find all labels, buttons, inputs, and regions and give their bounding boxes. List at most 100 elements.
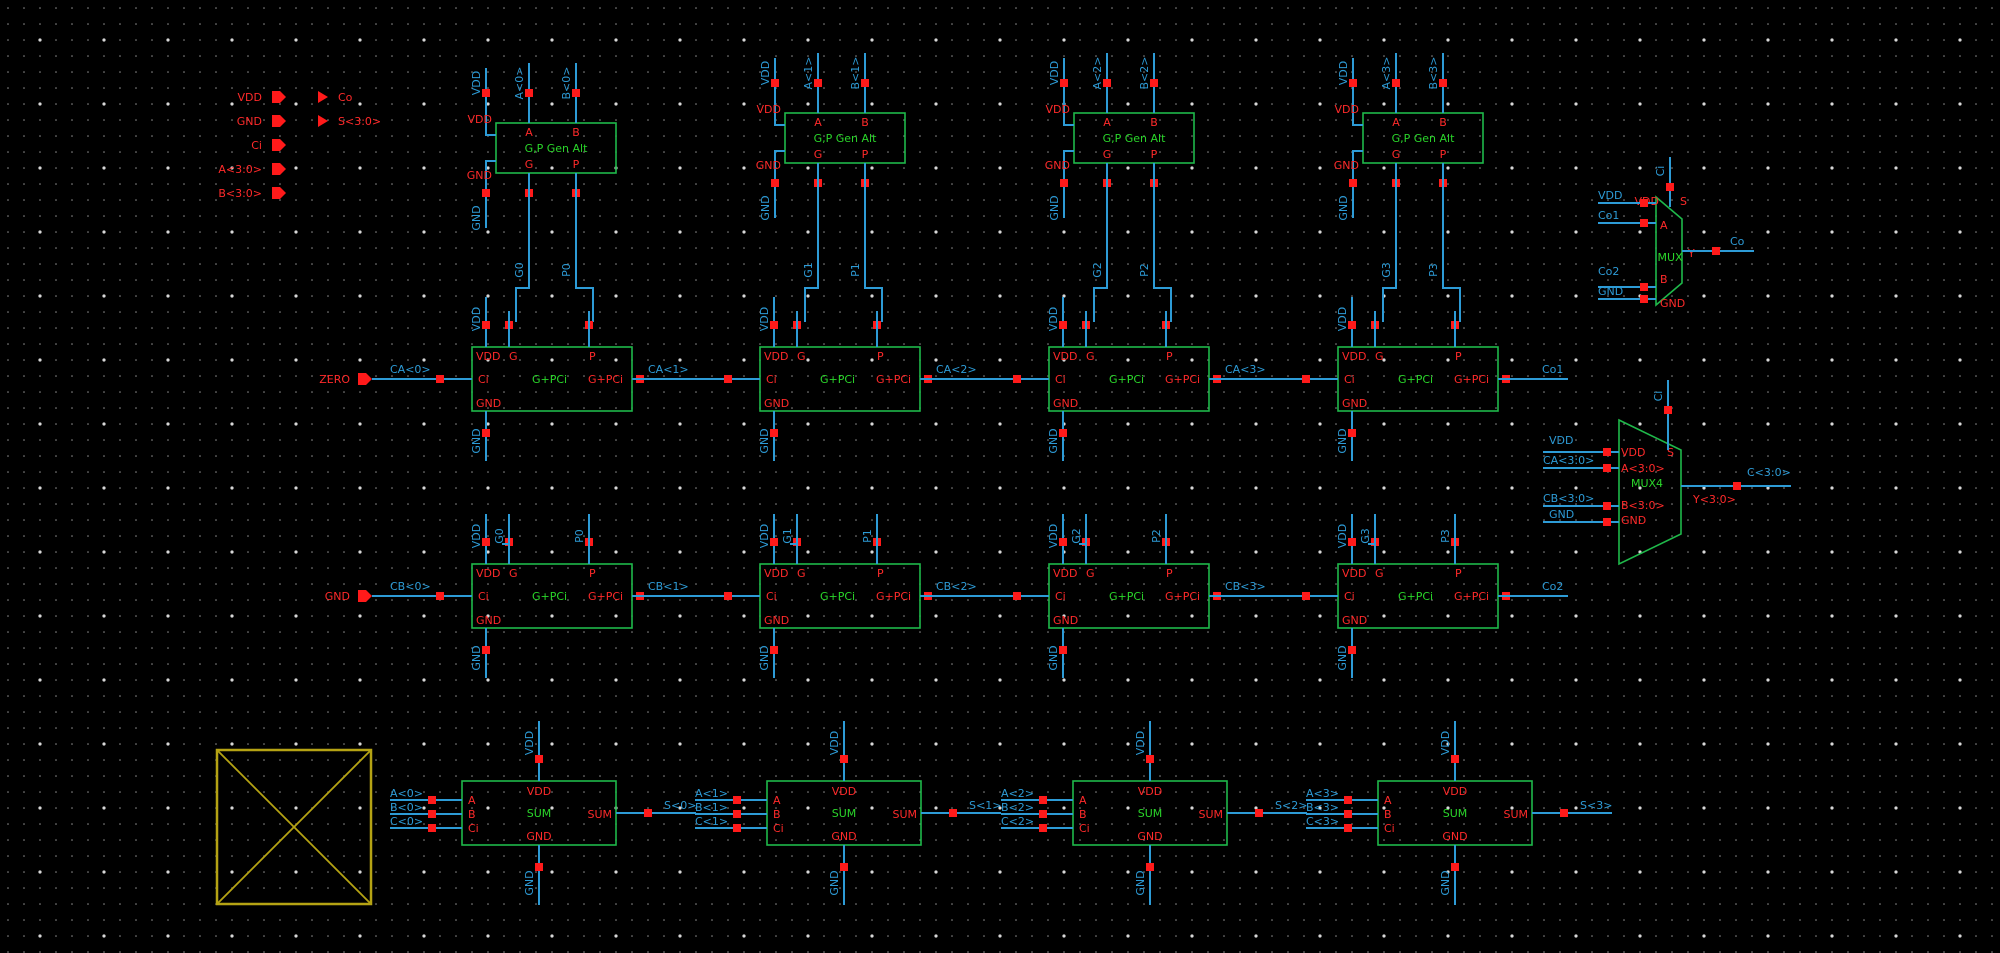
- gnd-pin[interactable]: [1451, 863, 1459, 871]
- vdd-pin[interactable]: [1348, 538, 1356, 546]
- gnd-pin[interactable]: [1349, 179, 1357, 187]
- sum-out-pin[interactable]: [1255, 809, 1263, 817]
- gnd-pin[interactable]: [1059, 646, 1067, 654]
- output-port-co[interactable]: Co: [318, 91, 353, 104]
- vdd-pin[interactable]: [1059, 538, 1067, 546]
- gnd-pin[interactable]: [770, 646, 778, 654]
- gnd-pin[interactable]: [482, 429, 490, 437]
- input-port-gnd[interactable]: GND: [237, 115, 286, 128]
- a-pin[interactable]: [525, 89, 533, 97]
- y-pin[interactable]: [1712, 247, 1720, 255]
- vdd-pin[interactable]: [482, 321, 490, 329]
- gnd-pin[interactable]: [482, 189, 490, 197]
- vdd-pin[interactable]: [1348, 321, 1356, 329]
- vdd-pin[interactable]: [1059, 321, 1067, 329]
- input-port-a[interactable]: A<3:0>: [218, 163, 286, 176]
- output-port-s[interactable]: S<3:0>: [318, 115, 381, 128]
- vdd-pin[interactable]: [1349, 79, 1357, 87]
- vdd-pin[interactable]: [1451, 755, 1459, 763]
- b-pin[interactable]: [572, 89, 580, 97]
- gnd-pin[interactable]: [770, 429, 778, 437]
- input-pin[interactable]: [1344, 796, 1352, 804]
- vdd-pin[interactable]: [482, 89, 490, 97]
- input-pin[interactable]: [1039, 824, 1047, 832]
- gnd-pin[interactable]: [482, 646, 490, 654]
- b-pin[interactable]: [1439, 79, 1447, 87]
- vdd-pin[interactable]: [1146, 755, 1154, 763]
- input-pin[interactable]: [428, 796, 436, 804]
- y-pin[interactable]: [1733, 482, 1741, 490]
- s-pin[interactable]: [1666, 183, 1674, 191]
- row-input-port[interactable]: GND: [325, 590, 372, 603]
- input-pin[interactable]: [428, 824, 436, 832]
- gnd-pin[interactable]: [1603, 518, 1611, 526]
- a-pin[interactable]: [814, 79, 822, 87]
- gnd-pin[interactable]: [1640, 295, 1648, 303]
- input-port-vdd[interactable]: VDD: [238, 91, 286, 104]
- b-pin[interactable]: [1150, 79, 1158, 87]
- vdd-pin[interactable]: [482, 538, 490, 546]
- gnd-pin[interactable]: [535, 863, 543, 871]
- mux-2to1[interactable]: MUXVDDSABYGNDCiVDDCo1Co2GNDCo: [1598, 157, 1754, 310]
- ci-pin[interactable]: [1302, 375, 1310, 383]
- gnd-pin[interactable]: [1059, 429, 1067, 437]
- gnd-pin[interactable]: [840, 863, 848, 871]
- input-port-ci[interactable]: Ci: [251, 139, 286, 152]
- sum-out-pin[interactable]: [949, 809, 957, 817]
- input-port-b[interactable]: B<3:0>: [218, 187, 286, 200]
- a-pin[interactable]: [1640, 219, 1648, 227]
- input-pin[interactable]: [428, 810, 436, 818]
- vdd-pin[interactable]: [1603, 448, 1611, 456]
- input-pin[interactable]: [733, 810, 741, 818]
- vdd-pin[interactable]: [535, 755, 543, 763]
- ci-pin[interactable]: [1302, 592, 1310, 600]
- row-input-port[interactable]: ZERO: [319, 373, 372, 386]
- b-pin[interactable]: [1640, 283, 1648, 291]
- gnd-pin[interactable]: [1146, 863, 1154, 871]
- input-pin[interactable]: [1344, 810, 1352, 818]
- vdd-pin[interactable]: [771, 79, 779, 87]
- ci-pin[interactable]: [436, 375, 444, 383]
- input-pin[interactable]: [733, 824, 741, 832]
- gnd-pin[interactable]: [1348, 429, 1356, 437]
- b-pin[interactable]: [1603, 502, 1611, 510]
- ci-pin[interactable]: [724, 592, 732, 600]
- vdd-pin[interactable]: [770, 321, 778, 329]
- input-pin[interactable]: [733, 796, 741, 804]
- vdd-pin[interactable]: [1060, 79, 1068, 87]
- input-pin[interactable]: [1039, 810, 1047, 818]
- a-pin[interactable]: [1392, 79, 1400, 87]
- sum-out-pin[interactable]: [1560, 809, 1568, 817]
- gnd-pin[interactable]: [1348, 646, 1356, 654]
- s-pin[interactable]: [1664, 406, 1672, 414]
- a-pin[interactable]: [1603, 464, 1611, 472]
- ci-pin[interactable]: [1013, 592, 1021, 600]
- placeholder-symbol[interactable]: [215, 748, 373, 906]
- vdd-pin[interactable]: [1640, 199, 1648, 207]
- ci-pin[interactable]: [724, 375, 732, 383]
- a-pin[interactable]: [1103, 79, 1111, 87]
- vdd-pin[interactable]: [840, 755, 848, 763]
- ci-pin[interactable]: [1013, 375, 1021, 383]
- gnd-pin[interactable]: [771, 179, 779, 187]
- vdd-pin[interactable]: [770, 538, 778, 546]
- sum-out-pin[interactable]: [644, 809, 652, 817]
- gnd-pin[interactable]: [1060, 179, 1068, 187]
- input-pin[interactable]: [1344, 824, 1352, 832]
